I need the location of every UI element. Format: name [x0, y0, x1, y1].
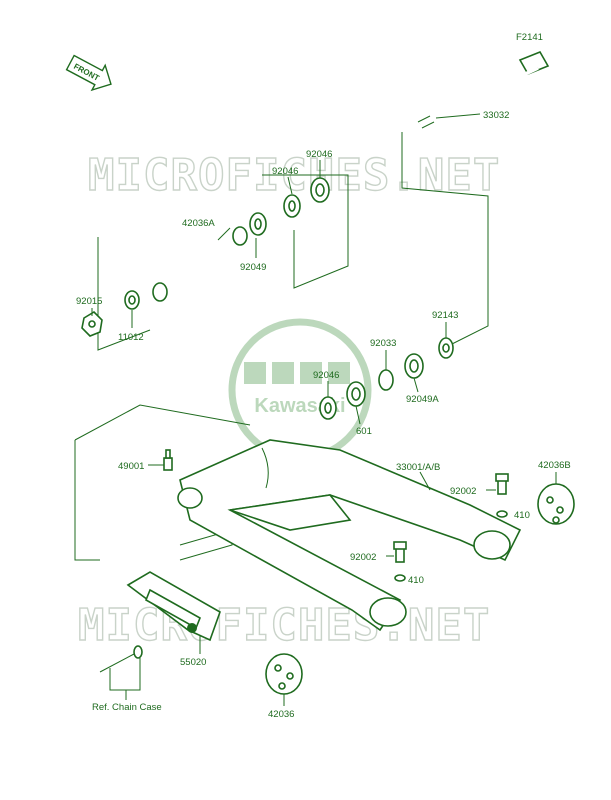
- bearing-92046-c: [319, 396, 337, 420]
- chain-slider-55020: [126, 571, 221, 642]
- ring-92033: [378, 369, 394, 391]
- callout-410-lower: 410: [408, 575, 424, 586]
- nut-92015: [81, 310, 103, 337]
- collar-42036: [265, 653, 303, 695]
- axle-bolt-part: [417, 50, 550, 129]
- leader-box-low: [74, 440, 100, 561]
- callout-49001: 49001: [118, 461, 144, 472]
- callout-33001ab: 33001/A/B: [396, 462, 440, 473]
- callout-601: 601: [356, 426, 372, 437]
- spacer-tube-part: [152, 226, 248, 302]
- callout-92015: 92015: [76, 296, 102, 307]
- callout-42036: 42036: [268, 709, 294, 720]
- collar-42036b: [537, 483, 575, 525]
- leader-box-mid: [74, 404, 251, 441]
- figure-code: F2141: [516, 32, 543, 43]
- callout-92046-mid: 92046: [313, 370, 339, 381]
- swingarm-part: [177, 439, 522, 632]
- leader-box-right: [401, 132, 489, 345]
- collar-11012: [124, 290, 140, 310]
- leader-box-upper: [262, 174, 349, 289]
- screw-chain-case: [99, 645, 143, 691]
- bolt-92002-lower: [393, 541, 407, 582]
- bearing-92049: [249, 212, 267, 236]
- cap-92143: [438, 337, 454, 359]
- callout-55020: 55020: [180, 657, 206, 668]
- seal-92049a: [404, 353, 424, 379]
- leader-box-left: [97, 237, 151, 351]
- front-arrow-icon: FRONT: [65, 54, 112, 92]
- callout-92046-second: 92046: [272, 166, 298, 177]
- callout-42036b: 42036B: [538, 460, 571, 471]
- callout-92049: 92049: [240, 262, 266, 273]
- bearing-92046-a: [283, 194, 301, 218]
- callout-11012: 11012: [118, 332, 144, 343]
- grease-nipple-49001: [163, 449, 173, 471]
- callout-92002-upper: 92002: [450, 486, 476, 497]
- bearing-92046-b: [310, 177, 330, 203]
- callout-92143: 92143: [432, 310, 458, 321]
- callout-92002-lower: 92002: [350, 552, 376, 563]
- callout-42036a: 42036A: [182, 218, 215, 229]
- callout-92033: 92033: [370, 338, 396, 349]
- bolt-92002-upper: [495, 473, 509, 518]
- watermark-bottom: MICROFICHES.NET: [78, 600, 490, 651]
- callout-92046-top: 92046: [306, 149, 332, 160]
- callout-92049a: 92049A: [406, 394, 439, 405]
- callout-ref-chain-case: Ref. Chain Case: [92, 702, 162, 713]
- callout-33032: 33032: [483, 110, 509, 121]
- seal-601: [346, 381, 366, 407]
- callout-410-upper: 410: [514, 510, 530, 521]
